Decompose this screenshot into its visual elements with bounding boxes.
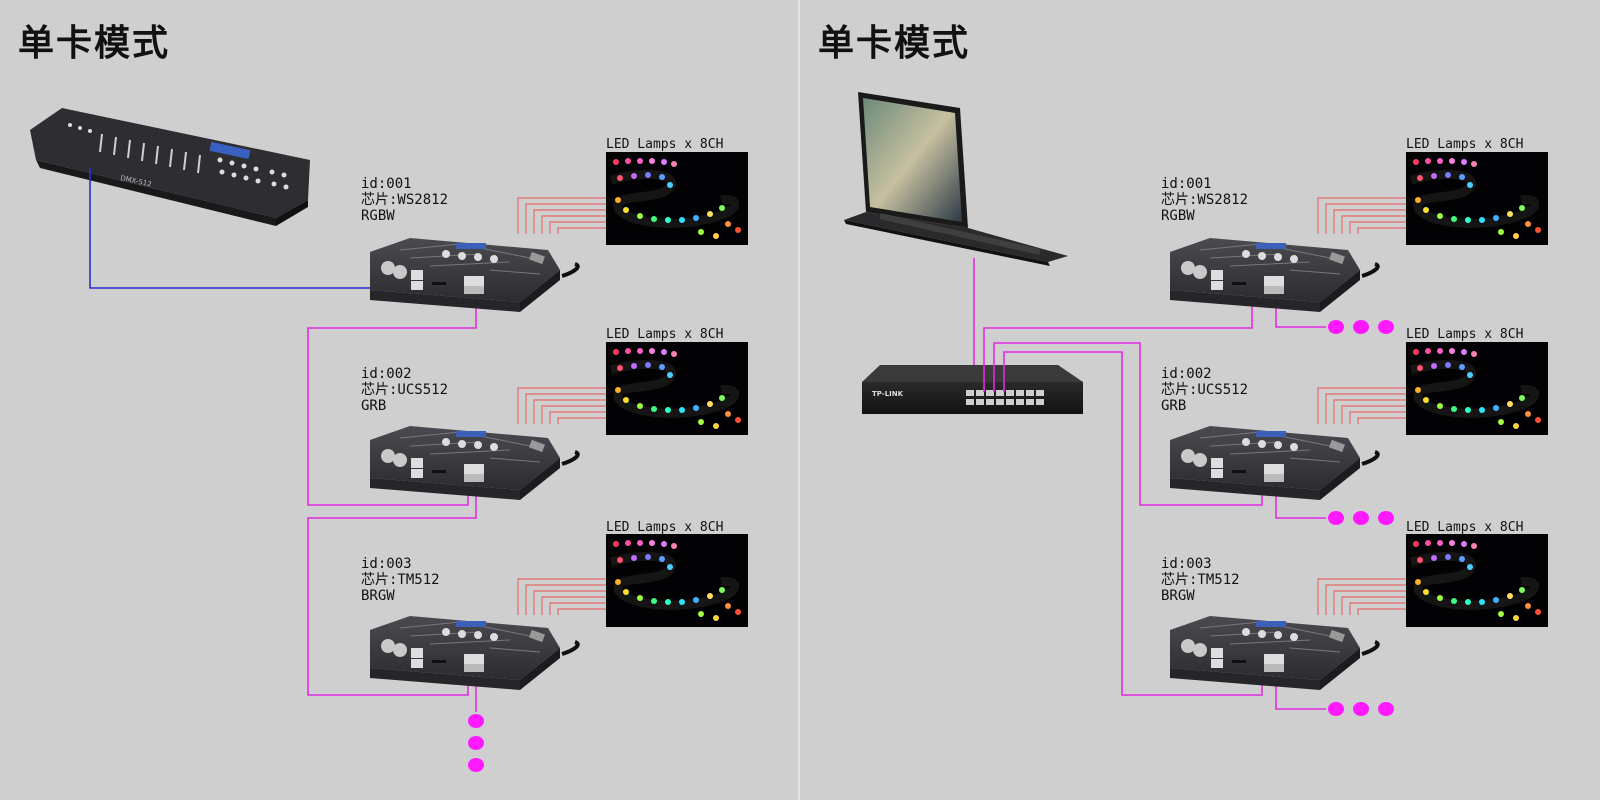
device-label-1: id:001 芯片:WS2812 RGBW xyxy=(1161,176,1248,224)
network-cable-1-2 xyxy=(307,295,477,506)
led-lamps-label: LED Lamps x 8CH xyxy=(1406,137,1524,152)
device-id: id:003 xyxy=(1161,556,1212,572)
led-controller-icon xyxy=(368,424,580,502)
network-cable-switch-2 xyxy=(993,342,1263,506)
led-strip-photo xyxy=(606,152,748,245)
laptop-icon xyxy=(844,92,1068,266)
led-controller-icon xyxy=(368,614,580,692)
led-controller-icon xyxy=(1168,424,1380,502)
led-controller-icon xyxy=(368,236,580,314)
led-wires xyxy=(517,197,607,235)
led-lamps-label: LED Lamps x 8CH xyxy=(606,520,724,535)
device-id: id:002 xyxy=(361,366,412,382)
device-id: id:001 xyxy=(1161,176,1212,192)
device-label-2: id:002 芯片:UCS512 GRB xyxy=(1161,366,1248,414)
device-color-order: RGBW xyxy=(361,208,395,224)
panel-title-right: 单卡模式 xyxy=(818,23,971,64)
led-wires xyxy=(517,578,607,616)
device-label-3: id:003 芯片:TM512 BRGW xyxy=(361,556,440,604)
led-lamps-label: LED Lamps x 8CH xyxy=(606,327,724,342)
device-chip: 芯片:UCS512 xyxy=(1161,382,1249,398)
device-color-order: GRB xyxy=(361,398,387,414)
device-id: id:002 xyxy=(1161,366,1212,382)
continuation-dots-vertical xyxy=(468,714,484,772)
led-wires xyxy=(1317,387,1407,425)
device-label-2: id:002 芯片:UCS512 GRB xyxy=(361,366,448,414)
device-color-order: BRGW xyxy=(361,588,395,604)
led-strip-photo xyxy=(606,342,748,435)
device-id: id:003 xyxy=(361,556,412,572)
dmx-console-icon: DMX-512 xyxy=(30,108,310,226)
device-chip: 芯片:WS2812 xyxy=(1161,192,1249,208)
led-controller-icon xyxy=(1168,236,1380,314)
led-wires xyxy=(1317,578,1407,616)
led-wires xyxy=(1317,197,1407,235)
led-strip-photo xyxy=(1406,152,1548,245)
continuation-dots-row xyxy=(1328,320,1394,716)
device-label-1: id:001 芯片:WS2812 RGBW xyxy=(361,176,448,224)
network-cable-switch-3 xyxy=(1003,351,1263,696)
led-lamps-label: LED Lamps x 8CH xyxy=(1406,520,1524,535)
device-chip: 芯片:TM512 xyxy=(361,572,440,588)
led-strip-photo xyxy=(1406,534,1548,627)
led-lamps-label: LED Lamps x 8CH xyxy=(606,137,724,152)
led-lamps-label: LED Lamps x 8CH xyxy=(1406,327,1524,342)
device-chip: 芯片:WS2812 xyxy=(361,192,449,208)
led-strip-photo xyxy=(1406,342,1548,435)
device-color-order: RGBW xyxy=(1161,208,1195,224)
device-color-order: BRGW xyxy=(1161,588,1195,604)
svg-text:TP-LINK: TP-LINK xyxy=(872,390,904,398)
device-id: id:001 xyxy=(361,176,412,192)
panel-title-left: 单卡模式 xyxy=(18,23,171,64)
device-color-order: GRB xyxy=(1161,398,1187,414)
device-chip: 芯片:TM512 xyxy=(1161,572,1240,588)
led-controller-icon xyxy=(1168,614,1380,692)
led-strip-photo xyxy=(606,534,748,627)
network-switch-icon: TP-LINK xyxy=(862,365,1083,414)
led-wires xyxy=(517,387,607,425)
device-label-3: id:003 芯片:TM512 BRGW xyxy=(1161,556,1240,604)
network-cable-switch-1 xyxy=(983,295,1253,392)
panel-divider xyxy=(798,0,800,800)
device-chip: 芯片:UCS512 xyxy=(361,382,449,398)
network-cable-2-3 xyxy=(307,485,477,696)
